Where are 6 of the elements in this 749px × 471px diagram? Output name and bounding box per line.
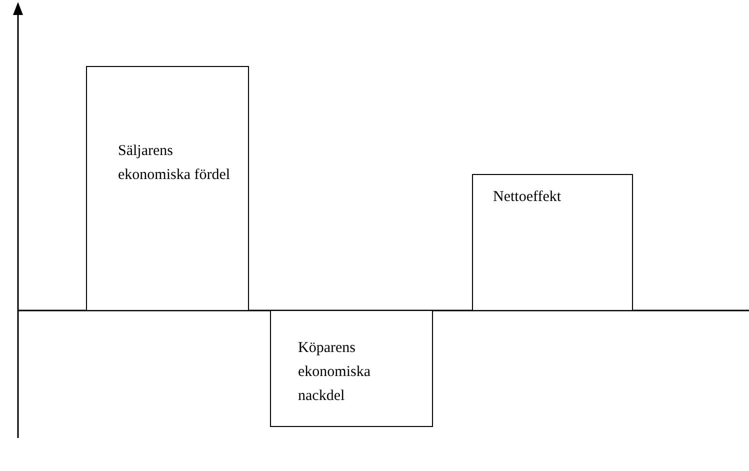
value-box xyxy=(270,310,433,427)
box-label: Nettoeffekt xyxy=(493,188,562,207)
value-box xyxy=(472,174,633,311)
value-box xyxy=(86,66,249,311)
box-label: Säljarens ekonomiska fördel xyxy=(118,142,232,185)
box-label: Köparens ekonomiska nackdel xyxy=(298,339,372,406)
